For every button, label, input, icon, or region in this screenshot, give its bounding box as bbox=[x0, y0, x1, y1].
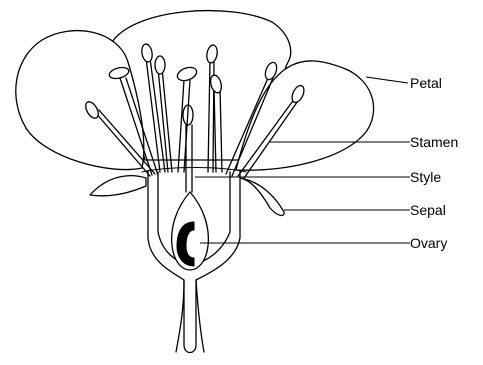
stamen-label: Stamen bbox=[410, 134, 458, 150]
sepal-right bbox=[240, 178, 284, 215]
sepal-left bbox=[90, 176, 146, 196]
petal-leader bbox=[366, 77, 408, 83]
style-label: Style bbox=[410, 169, 441, 185]
ovary-label: Ovary bbox=[410, 235, 447, 251]
sepal-label: Sepal bbox=[410, 202, 446, 218]
petal-label: Petal bbox=[410, 75, 442, 91]
